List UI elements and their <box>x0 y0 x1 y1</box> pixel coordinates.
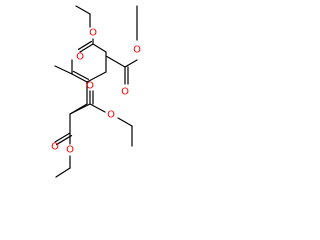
bond-upper-right-carbonyl-alpha <box>105 55 126 68</box>
bond-lower-alpha-to-right-carbonyl <box>69 103 91 115</box>
bond-lower-left-carbonyl-double <box>54 132 71 143</box>
bond-lower-left-ethyl-ch3 <box>55 167 71 178</box>
oxygen-lower-right-carbonyl: O <box>86 81 94 92</box>
bond-upper-left-carbonyl-alpha <box>92 43 107 53</box>
bond-lower-right-o-ch2 <box>117 117 133 127</box>
bond-lower-left-carbonyl-double-second <box>55 134 73 146</box>
bond-alkene-double <box>71 73 88 83</box>
oxygen-upper-right-carbonyl: O <box>121 87 129 98</box>
bond-alkene-double-second <box>72 70 90 80</box>
bond-upper-left-ethyl-ch3 <box>75 5 91 15</box>
bond-upper-right-oester-carbonyl <box>124 59 138 68</box>
oxygen-lower-left-ester: O <box>66 145 74 156</box>
oxygen-upper-right-ester: O <box>133 45 141 56</box>
bond-upper-left-carbonyl-double-second <box>77 40 93 51</box>
bond-upper-left-carbonyl-double <box>79 43 94 53</box>
bond-isopropylidene-methyl-left <box>54 65 73 75</box>
oxygen-upper-left-carbonyl: O <box>76 52 84 63</box>
oxygen-upper-left-ester: O <box>89 28 97 39</box>
bond-ch2-to-alkene <box>86 71 107 83</box>
oxygen-lower-left-carbonyl: O <box>51 142 59 153</box>
oxygen-lower-right-ester: O <box>107 110 115 121</box>
bond-lower-right-carbonyl-oester <box>89 103 106 113</box>
